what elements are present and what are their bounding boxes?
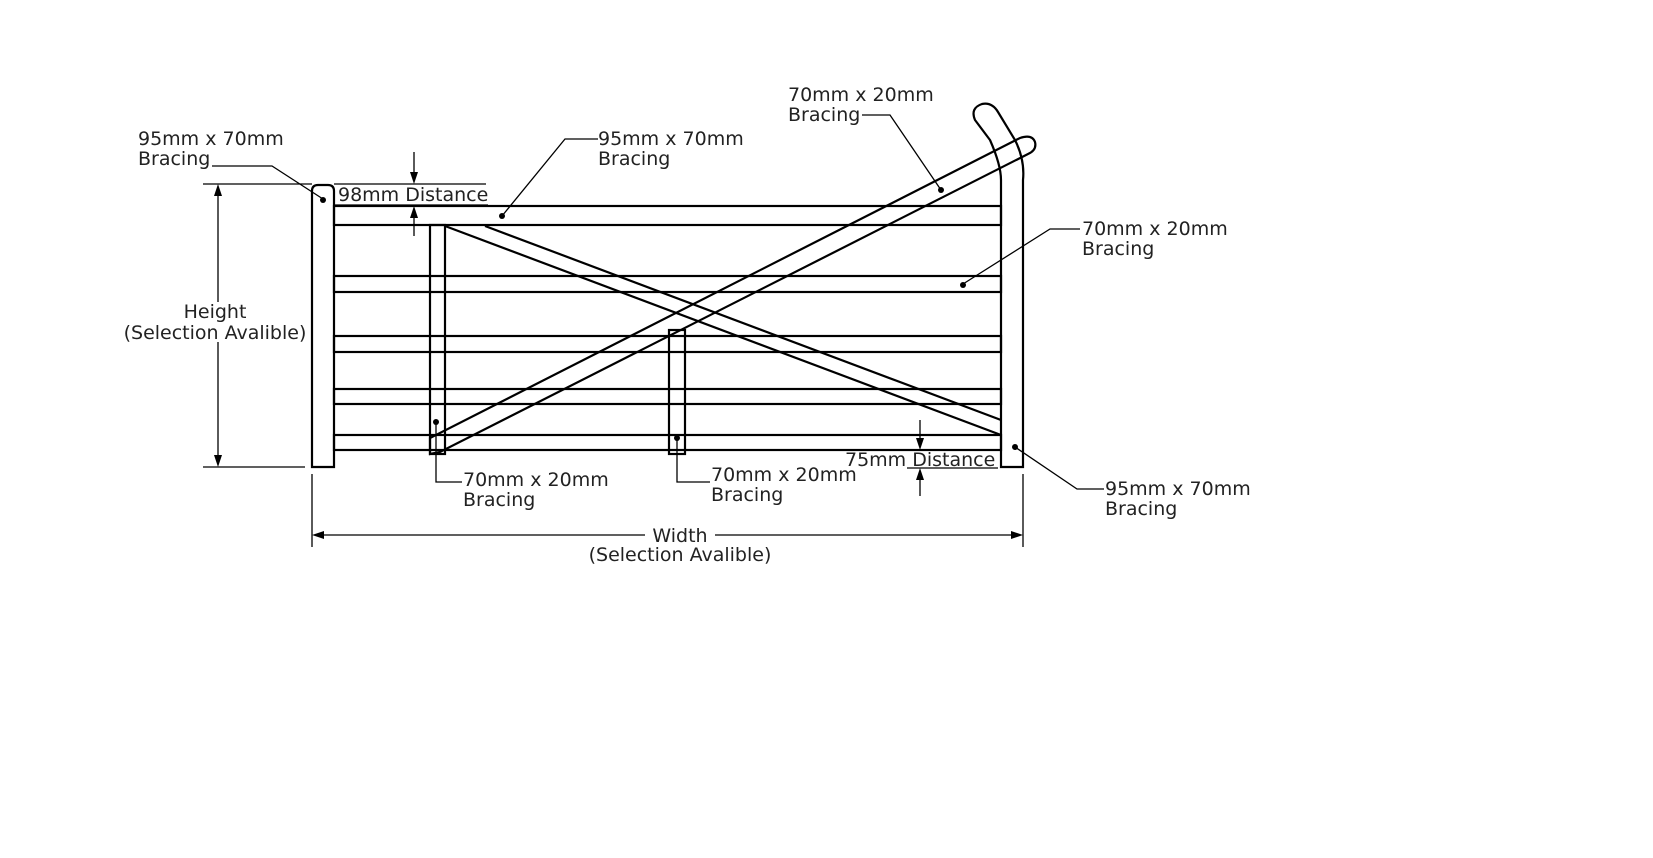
cross-brace (444, 224, 1002, 437)
long-brace (428, 135, 1037, 456)
rail-3 (332, 334, 1003, 354)
rail-5 (332, 433, 1003, 452)
callout-left-stile-line2: Bracing (463, 489, 535, 511)
callout-right-post-line1: 95mm x 70mm (1105, 478, 1251, 500)
rail-2 (332, 274, 1003, 294)
width-dimension (311, 474, 1024, 547)
height-label-line1: Height (184, 301, 247, 323)
callout-long-brace-line2: Bracing (788, 104, 860, 126)
bottom-gap-dimension (907, 420, 998, 496)
callout-mid-rail-line2: Bracing (1082, 238, 1154, 260)
callout-left-post-line1: 95mm x 70mm (138, 128, 284, 150)
left-stile (428, 223, 447, 456)
top-gap-label: 98mm Distance (338, 184, 488, 206)
callout-top-rail-line1: 95mm x 70mm (598, 128, 744, 150)
callout-center-upright-line1: 70mm x 20mm (711, 464, 857, 486)
width-label-line2: (Selection Avalible) (589, 544, 772, 566)
width-label-line1: Width (652, 525, 707, 547)
top-gap-dimension (334, 152, 488, 236)
callout-center-upright-line2: Bracing (711, 484, 783, 506)
callout-long-brace-line1: 70mm x 20mm (788, 84, 934, 106)
rails (332, 204, 1003, 452)
callout-right-post-line2: Bracing (1105, 498, 1177, 520)
rail-4 (332, 387, 1003, 406)
callout-left-post-line2: Bracing (138, 148, 210, 170)
bottom-gap-label: 75mm Distance (845, 449, 995, 471)
callout-leaders (212, 114, 1104, 490)
height-dimension (203, 183, 312, 468)
left-post (310, 183, 336, 469)
callout-left-stile-line1: 70mm x 20mm (463, 469, 609, 491)
height-label-line2: (Selection Avalible) (124, 322, 307, 344)
callout-top-rail-line2: Bracing (598, 148, 670, 170)
callout-mid-rail-line1: 70mm x 20mm (1082, 218, 1228, 240)
rail-1 (332, 204, 1003, 227)
